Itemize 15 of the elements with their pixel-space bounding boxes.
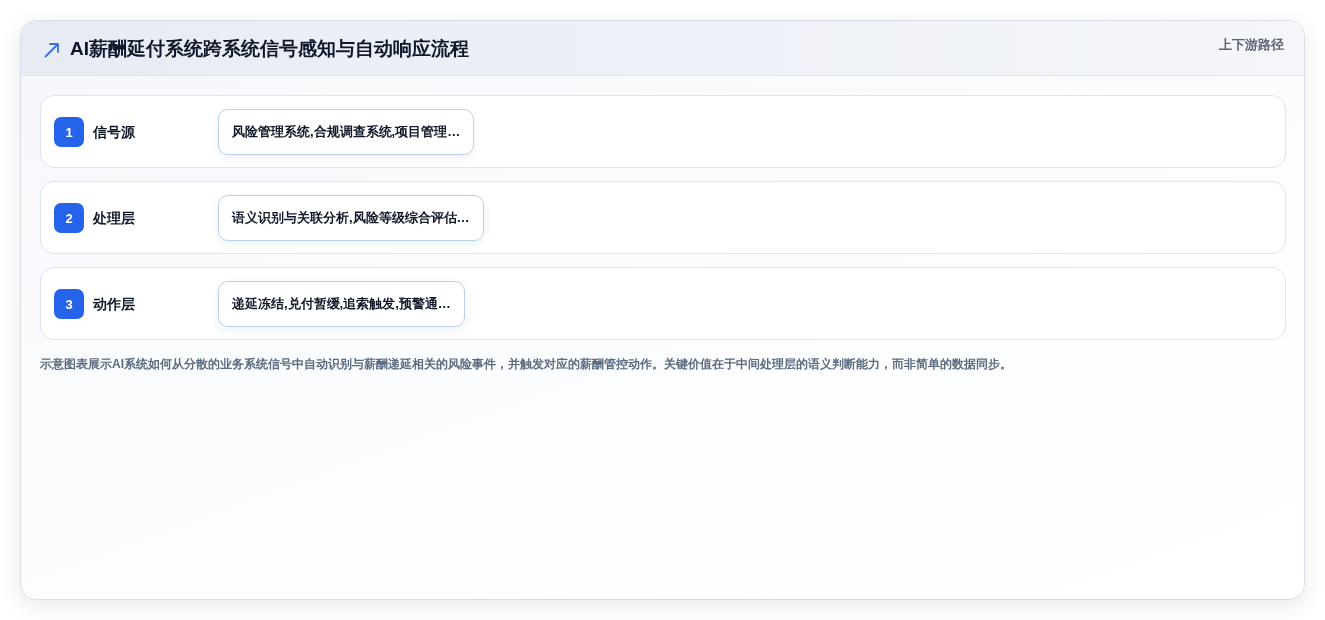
item-pill: 语义识别与关联分析,风险等级综合评估… (218, 195, 484, 241)
item-pill: 风险管理系统,合规调查系统,项目管理… (218, 109, 475, 155)
number-badge: 1 (54, 117, 84, 147)
title: AI薪酬延付系统跨系统信号感知与自动响应流程 (70, 37, 469, 61)
layer-row (40, 181, 1286, 254)
number-badge: 2 (54, 203, 84, 233)
row-label: 信号源 (93, 123, 135, 141)
number-badge: 3 (54, 289, 84, 319)
row-label: 动作层 (93, 295, 135, 313)
row-label: 处理层 (93, 209, 135, 227)
tag-label: 上下游路径 (1219, 36, 1284, 54)
layer-row (40, 267, 1286, 340)
item-pill: 递延冻结,兑付暂缓,追索触发,预警通… (218, 281, 465, 327)
layer-row (40, 95, 1286, 168)
caption: 示意图表展示AI系统如何从分散的业务系统信号中自动识别与薪酬递延相关的风险事件，并触发对应的薪酬管控动作。关键价值在于中间处理层的语义判断能力，而非简单的数据同步。 (40, 356, 1012, 372)
